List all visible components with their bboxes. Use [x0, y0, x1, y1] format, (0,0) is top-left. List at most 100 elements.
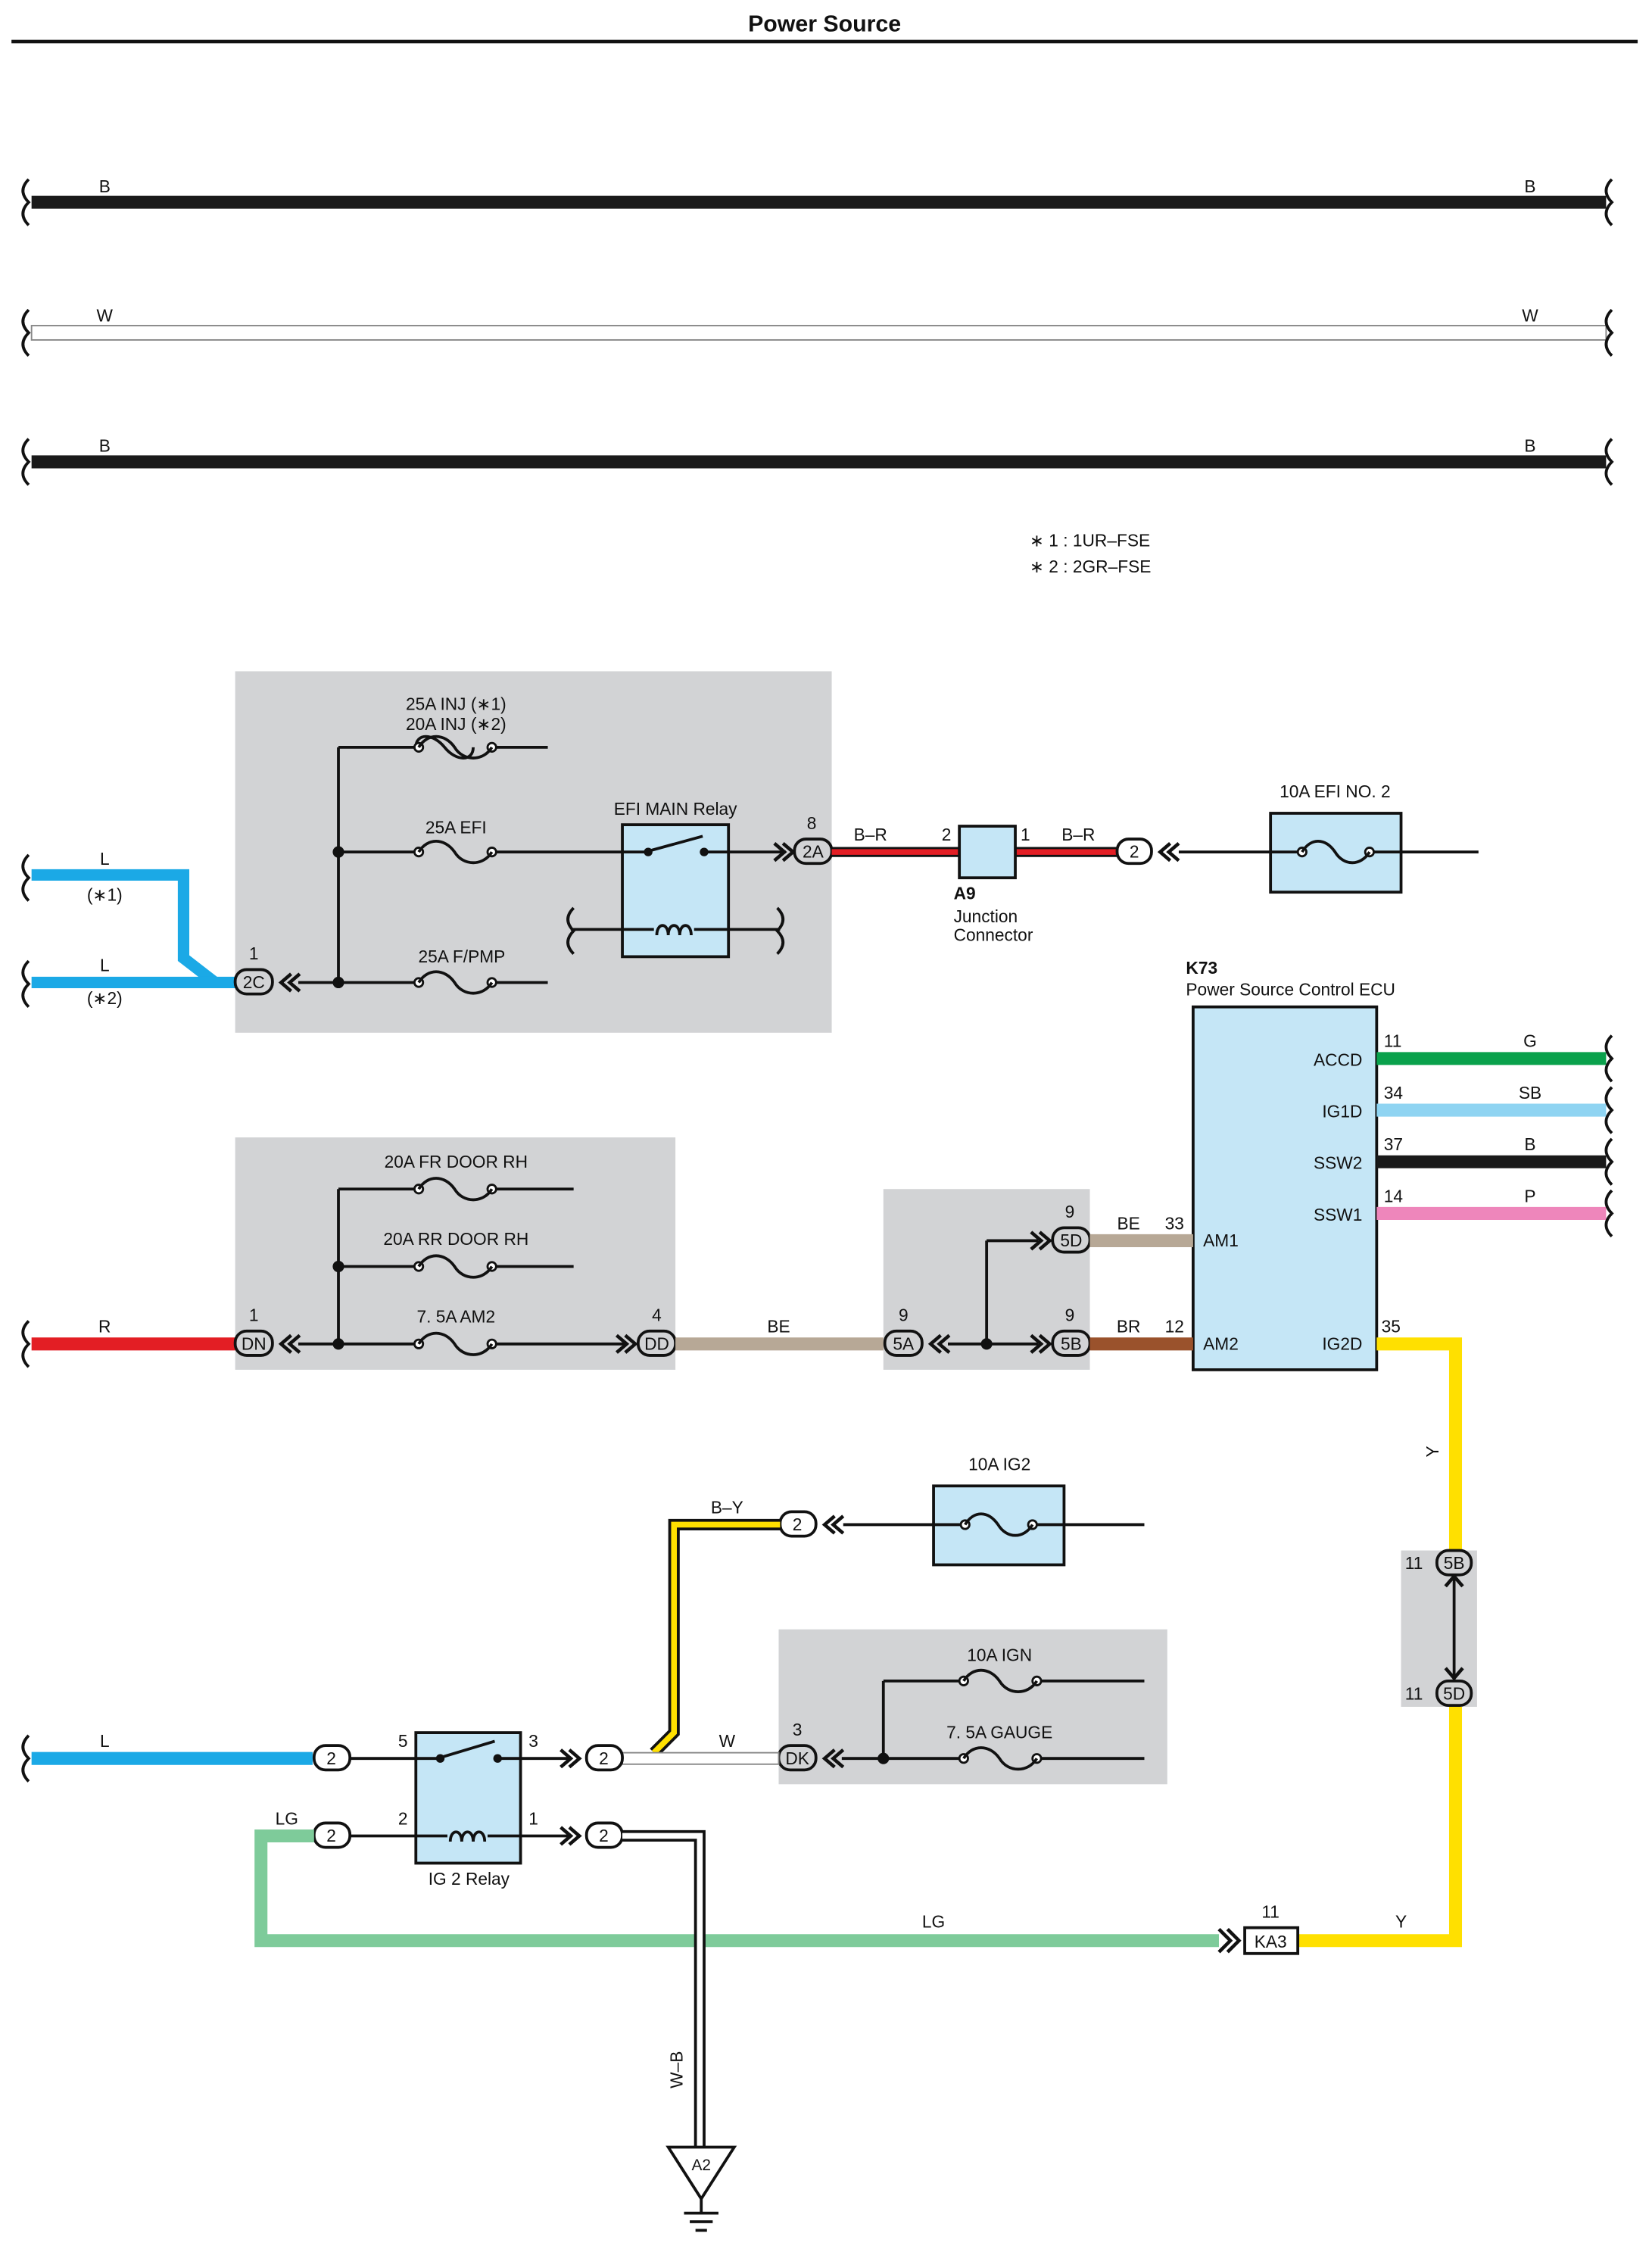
a9-conn: 2 — [1130, 842, 1139, 862]
conn-2c-pin: 1 — [249, 944, 259, 963]
ecu-pin-ig1d: 34 — [1384, 1083, 1403, 1103]
top-wire-1-left-label: B — [99, 176, 111, 196]
ig2-pin-2: 2 — [398, 1808, 408, 1828]
fuse-fr-door: 20A FR DOOR RH — [385, 1152, 528, 1171]
ground-id: A2 — [691, 2157, 710, 2174]
wire-by-label: B–Y — [711, 1497, 743, 1517]
ecu-k73: K73 Power Source Control ECU ACCD IG1D S… — [1165, 958, 1614, 1371]
a9-name-1: Junction — [954, 906, 1018, 926]
ig2-conn-5: 2 — [326, 1748, 336, 1768]
fuse-ig2: 10A IG2 2 — [778, 1454, 1145, 1567]
a9-id: A9 — [954, 884, 976, 903]
wire-lg-label: LG — [922, 1912, 945, 1932]
conn-y-5d-pin: 11 — [1405, 1684, 1423, 1704]
top-wire-2-right-label: W — [1522, 305, 1538, 325]
ig2-conn-3: 2 — [599, 1748, 609, 1768]
ign-fuse-block: DK 3 10A IGN 7. 5A GAUGE — [777, 1629, 1167, 1785]
conn-dd-pin: 4 — [652, 1305, 662, 1324]
fuse-am2: 7. 5A AM2 — [417, 1306, 496, 1326]
wire-br-left: B–R — [854, 825, 887, 844]
a9-pin-right: 1 — [1021, 825, 1030, 844]
ecu-term-ssw1: SSW1 — [1314, 1205, 1362, 1224]
ecu-wire-b: B — [1524, 1134, 1535, 1154]
ecu-pin-am1: 33 — [1165, 1213, 1184, 1233]
ecu-term-ig2d: IG2D — [1322, 1333, 1362, 1353]
fuse-ign: 10A IGN — [967, 1645, 1032, 1664]
efi-wire-l1-label: L — [100, 849, 110, 869]
ecu-wire-p: P — [1524, 1186, 1535, 1206]
fuse-fpmp: 25A F/PMP — [418, 947, 505, 966]
top-wire-3-right-label: B — [1524, 436, 1535, 456]
efi-main-relay-label: EFI MAIN Relay — [614, 799, 737, 819]
wire-br-right: B–R — [1061, 825, 1095, 844]
ig2-pin-5: 5 — [398, 1731, 408, 1751]
conn-5d-pin: 9 — [1065, 1202, 1075, 1221]
fuse-efi: 25A EFI — [425, 817, 487, 837]
top-wire-3-left-label: B — [99, 436, 111, 456]
ka3-pin: 11 — [1261, 1901, 1280, 1921]
fuse-efi-no2-label: 10A EFI NO. 2 — [1280, 781, 1390, 801]
ig2-relay-label: IG 2 Relay — [429, 1869, 510, 1889]
wire-wb-label: W–B — [667, 2051, 687, 2088]
splice-block: 5A 9 5D 9 5B 9 — [883, 1189, 1092, 1370]
ground-a2: A2 — [665, 2145, 737, 2232]
wire-w-label: W — [719, 1731, 736, 1751]
ig2-conn-1: 2 — [599, 1826, 609, 1845]
page-title: Power Source — [748, 12, 901, 37]
efi-wire-l2-label: L — [100, 955, 110, 975]
wire-lg-left-label: LG — [276, 1808, 298, 1828]
fuse-gauge: 7. 5A GAUGE — [946, 1723, 1052, 1742]
wire-am2-label: BR — [1117, 1317, 1141, 1337]
top-wire-1-right-label: B — [1524, 176, 1535, 196]
conn-y-5b: 5B — [1444, 1553, 1465, 1573]
note-1: ∗ 1 : 1UR–FSE — [1030, 531, 1150, 551]
conn-dk: DK — [785, 1748, 809, 1768]
conn-2c: 2C — [243, 972, 265, 992]
door-wire-r: R — [98, 1317, 111, 1337]
conn-y-5b-pin: 11 — [1405, 1553, 1423, 1573]
junction-connector-a9: B–R 2 1 B–R A9 Junction Connector 2 — [831, 825, 1271, 945]
ecu-term-ssw2: SSW2 — [1314, 1153, 1362, 1173]
door-fuse-block: R DN 1 20A FR DOOR RH 20A RR DOOR RH 7. … — [21, 1137, 678, 1370]
ecu-term-ig1d: IG1D — [1322, 1102, 1362, 1121]
top-wire-3: B B — [21, 436, 1614, 486]
wire-by: B–Y — [650, 1497, 781, 1757]
ecu-term-am1: AM1 — [1203, 1231, 1239, 1250]
fuse-efi-no2: 10A EFI NO. 2 — [1269, 781, 1479, 894]
conn-2a: 2A — [803, 842, 824, 862]
top-wire-2-left-label: W — [97, 305, 114, 325]
wire-y-label: Y — [1423, 1446, 1442, 1457]
a9-name-2: Connector — [954, 925, 1033, 945]
wire-y-path: Y 5B 11 5D 11 Y — [1298, 1337, 1477, 1948]
ig2-wire-l: L — [100, 1731, 110, 1751]
ig2-relay: L 2 5 3 2 2 1 2 2 IG 2 Relay — [21, 1731, 624, 1889]
ig2-pin-3: 3 — [528, 1731, 538, 1751]
ecu-pin-am2: 12 — [1165, 1317, 1184, 1337]
ecu-wire-sb: SB — [1519, 1083, 1541, 1103]
wire-wb: W–B — [622, 1829, 706, 2148]
fuse-ig2-label: 10A IG2 — [968, 1454, 1030, 1474]
top-wire-2: W W — [21, 305, 1614, 357]
fuse-inj-1: 25A INJ (∗1) — [406, 694, 507, 714]
ecu-pin-ssw1: 14 — [1384, 1186, 1403, 1206]
conn-5a: 5A — [893, 1333, 915, 1353]
ecu-wire-g: G — [1523, 1031, 1537, 1051]
conn-dd: DD — [644, 1333, 669, 1353]
efi-wire-l2-note: (∗2) — [87, 988, 123, 1008]
ecu-pin-accd: 11 — [1384, 1031, 1402, 1051]
ecu-term-am2: AM2 — [1203, 1333, 1239, 1353]
conn-2a-pin: 8 — [807, 813, 817, 833]
conn-dn-pin: 1 — [249, 1305, 259, 1324]
fuse-ig2-conn: 2 — [793, 1514, 803, 1534]
ecu-pin-ssw2: 37 — [1384, 1134, 1403, 1154]
ig2-pin-1: 1 — [528, 1808, 538, 1828]
conn-dk-pin: 3 — [793, 1720, 803, 1739]
ka3-id: KA3 — [1255, 1932, 1287, 1951]
ecu-term-accd: ACCD — [1314, 1050, 1362, 1069]
conn-5b: 5B — [1061, 1333, 1082, 1353]
ig2-conn-2: 2 — [326, 1826, 336, 1845]
wire-w: W — [622, 1731, 780, 1765]
connector-ka3: KA3 11 — [1217, 1901, 1300, 1955]
ecu-pin-ig2d: 35 — [1382, 1317, 1401, 1337]
